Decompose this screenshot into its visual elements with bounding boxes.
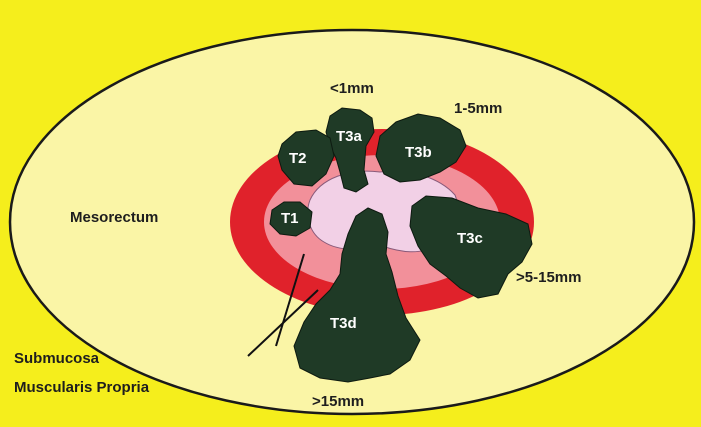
tumor-label-t3d: T3d <box>330 315 357 332</box>
tumor-label-t2: T2 <box>289 150 307 167</box>
mesorectum-label: Mesorectum <box>70 209 158 226</box>
tumor-label-t3a: T3a <box>336 128 363 145</box>
submucosa-label: Submucosa <box>14 350 100 367</box>
muscularis-propria-label: Muscularis Propria <box>14 379 150 396</box>
tumor-label-t1: T1 <box>281 210 299 227</box>
depth-5-15-label: >5-15mm <box>516 269 581 286</box>
tumor-label-t3c: T3c <box>457 230 483 247</box>
depth-lt1-label: <1mm <box>330 80 374 97</box>
tumor-label-t3b: T3b <box>405 144 432 161</box>
depth-gt15-label: >15mm <box>312 393 364 410</box>
depth-1-5-label: 1-5mm <box>454 100 502 117</box>
